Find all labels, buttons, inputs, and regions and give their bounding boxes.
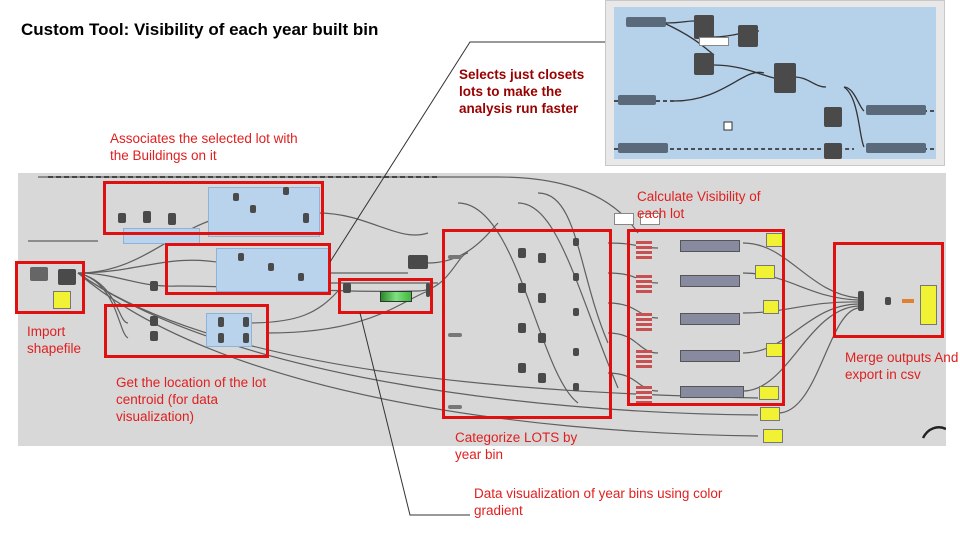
node (573, 383, 579, 391)
node (243, 317, 249, 327)
node (573, 238, 579, 246)
yellow-panel (763, 429, 783, 443)
red-stack-1 (636, 241, 652, 259)
annotation-selects-lots: Selects just closets lots to make the an… (459, 67, 585, 116)
highlight-categorize (442, 229, 612, 419)
node (538, 333, 546, 343)
annotation-location: Get the location of the lot centroid (fo… (116, 375, 267, 424)
visibility-panel-5 (680, 386, 744, 398)
annotation-visibility: Calculate Visibility of each lot (637, 189, 761, 221)
inset-group (614, 7, 936, 159)
yellow-panel (760, 407, 780, 421)
annotation-data-vis: Data visualization of year bins using co… (474, 486, 723, 518)
node (573, 348, 579, 356)
area-node-2 (694, 53, 714, 75)
node (538, 293, 546, 303)
annotation-categorize: Categorize LOTS by year bin (455, 430, 578, 462)
cull-pattern-node-1 (824, 107, 842, 127)
highlight-closest-lots (165, 243, 331, 295)
annotation-associates: Associates the selected lot with the Bui… (110, 131, 298, 163)
node (233, 193, 239, 201)
inset-screenshot (605, 0, 945, 166)
node (150, 316, 158, 326)
merge-node (858, 291, 864, 311)
curve-output-node (866, 105, 926, 115)
node (518, 363, 526, 373)
node (268, 263, 274, 271)
integer-output-node (866, 143, 926, 153)
node (343, 283, 351, 293)
annotation-import: Import shapefile (27, 324, 82, 356)
highlight-associate (103, 181, 324, 235)
node (218, 333, 224, 343)
integer-left-node (618, 143, 668, 153)
node (426, 283, 430, 297)
gradient-component (380, 291, 412, 302)
curve-input-node (626, 17, 666, 27)
node (118, 213, 126, 223)
visibility-panel-1 (680, 240, 740, 252)
grasshopper-canvas (18, 173, 946, 446)
node (243, 333, 249, 343)
curve-left-node (618, 95, 656, 105)
visibility-panel-2 (680, 275, 740, 287)
shapefile-node-a (30, 267, 48, 281)
highlight-import (15, 261, 85, 314)
yellow-panel (755, 265, 775, 279)
associate-group-1 (208, 187, 320, 237)
shapefile-node-b (58, 269, 76, 285)
white-panel (614, 213, 634, 225)
node (573, 273, 579, 281)
node (518, 283, 526, 293)
node (518, 248, 526, 258)
point-in-curve-node (774, 63, 796, 93)
export-panel (920, 285, 937, 325)
export-node (902, 299, 914, 303)
red-stack-5 (636, 386, 652, 404)
yellow-panel (763, 300, 779, 314)
annotation-merge: Merge outputs And export in csv (845, 350, 959, 382)
node (168, 213, 176, 225)
page-title: Custom Tool: Visibility of each year bui… (21, 20, 379, 39)
highlight-merge (833, 242, 944, 338)
node (538, 373, 546, 383)
shapefile-panel (53, 291, 71, 309)
node (298, 273, 304, 281)
node (448, 405, 462, 409)
area-node-1 (694, 15, 714, 39)
cull-pattern-node-2 (824, 143, 842, 159)
visibility-panel-4 (680, 350, 740, 362)
node (283, 187, 289, 195)
node (250, 205, 256, 213)
visibility-panel-3 (680, 313, 740, 325)
highlight-data-vis (338, 278, 433, 314)
node (150, 281, 158, 291)
node (218, 317, 224, 327)
node (448, 333, 462, 337)
panel-node (699, 37, 729, 46)
node (150, 331, 158, 341)
node (143, 211, 151, 223)
yellow-panel (759, 386, 779, 400)
node (303, 213, 309, 223)
node (885, 297, 891, 305)
node (408, 255, 428, 269)
highlight-visibility (627, 229, 785, 406)
highlight-location (104, 304, 269, 358)
node (448, 255, 462, 259)
red-stack-2 (636, 275, 652, 293)
node (518, 323, 526, 333)
circle-cnr-node (738, 25, 758, 47)
red-stack-3 (636, 313, 652, 331)
node (238, 253, 244, 261)
node (538, 253, 546, 263)
white-panel (640, 213, 660, 225)
node (573, 308, 579, 316)
red-stack-4 (636, 350, 652, 368)
